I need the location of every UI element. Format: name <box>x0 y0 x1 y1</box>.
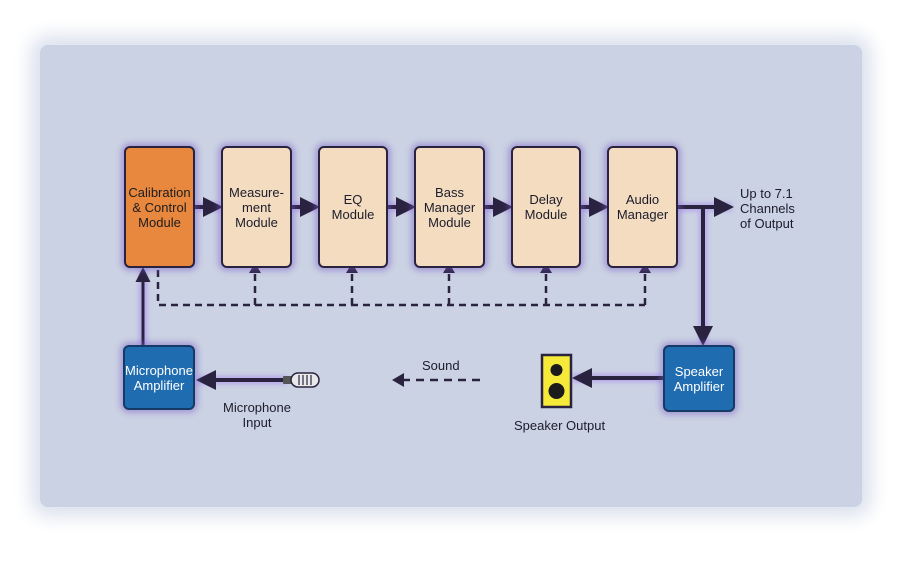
sound-arrowhead <box>392 373 404 387</box>
audio-manager-module: Audio Manager <box>607 146 678 268</box>
speaker-amplifier: Speaker Amplifier <box>663 345 735 412</box>
calibration-control-module: Calibration & Control Module <box>124 146 195 268</box>
delay-module: Delay Module <box>511 146 581 268</box>
eq-module: EQ Module <box>318 146 388 268</box>
signal-arrows <box>195 197 734 390</box>
control-bus-arrowheads <box>249 263 651 273</box>
microphone-input-label: Microphone Input <box>223 400 291 430</box>
measurement-module: Measure- ment Module <box>221 146 292 268</box>
microphone-amplifier: Microphone Amplifier <box>123 345 195 410</box>
bass-manager-module: Bass Manager Module <box>414 146 485 268</box>
speaker-output-label: Speaker Output <box>514 418 606 433</box>
microphone-icon <box>283 372 320 388</box>
diagram-background <box>40 45 862 507</box>
output-label: Up to 7.1 Channels of Output <box>740 186 795 231</box>
control-bus <box>156 268 647 307</box>
sound-label: Sound <box>422 358 460 373</box>
speaker-icon <box>540 353 573 409</box>
